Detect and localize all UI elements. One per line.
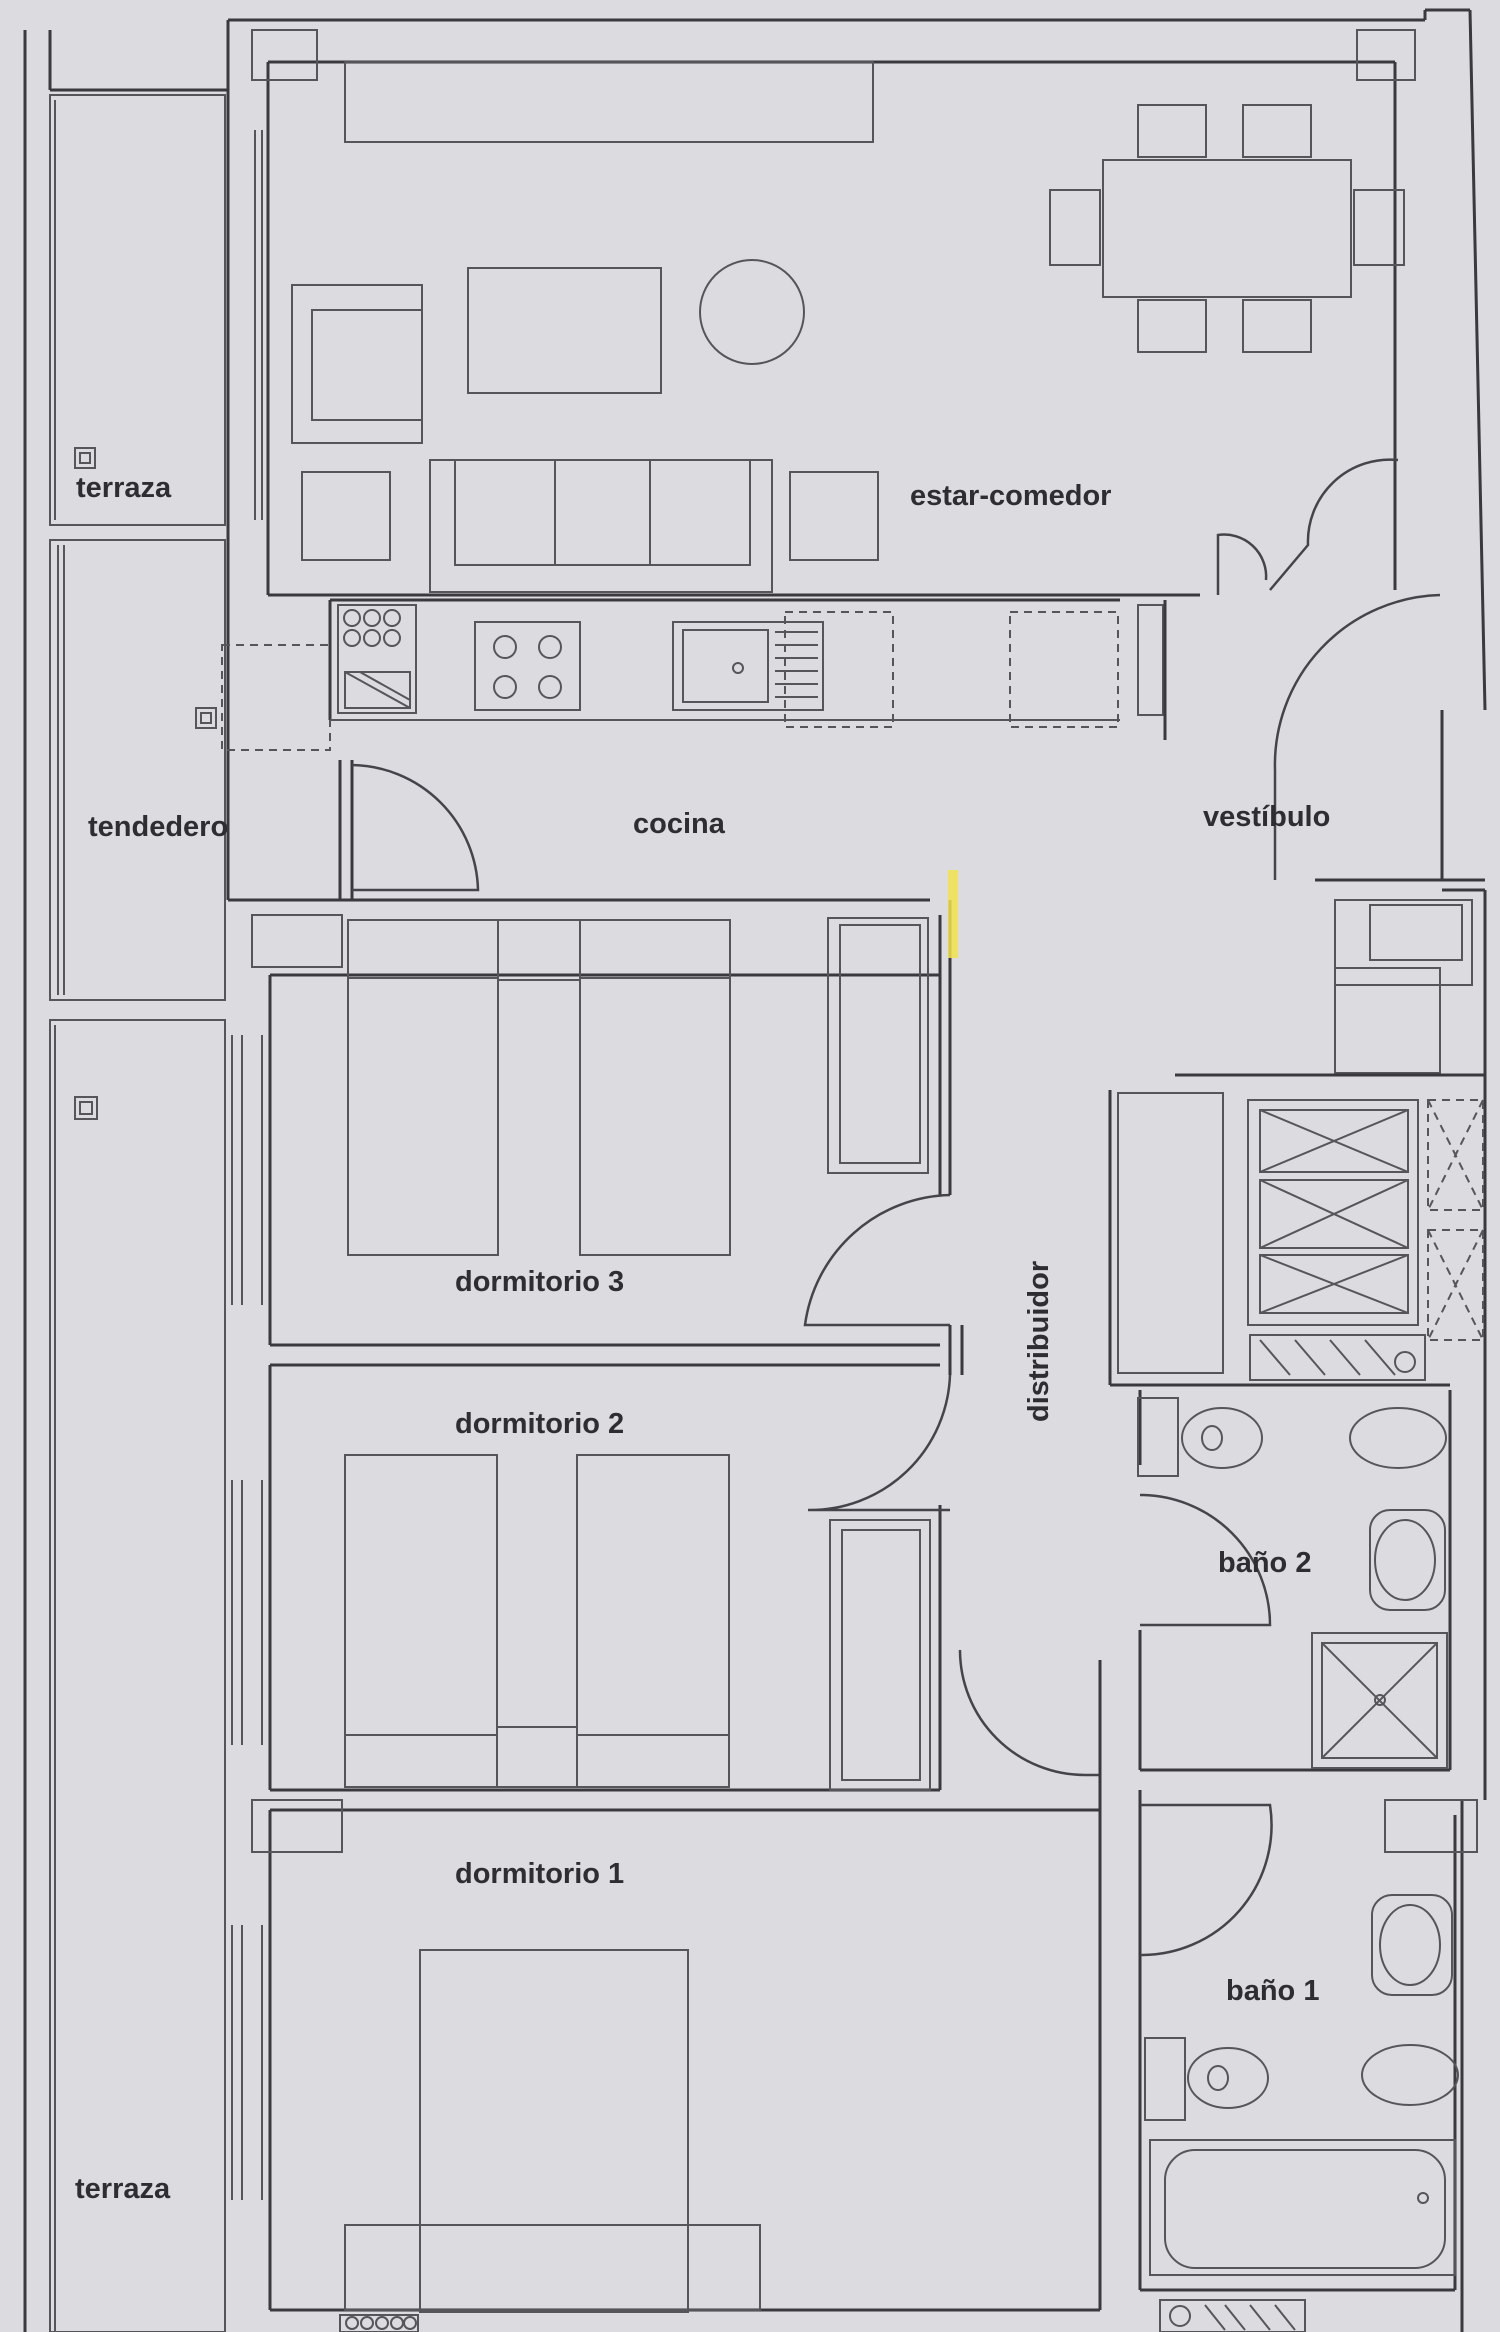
terraza-top-area — [49, 94, 226, 526]
dormitorio-1-area — [231, 1799, 1102, 2332]
cocina-area — [228, 598, 1167, 902]
label-vestibulo: vestíbulo — [1203, 801, 1330, 833]
label-tendedero: tendedero — [88, 811, 228, 843]
dormitorio-2-area — [231, 1363, 952, 1792]
dormitorio-3-area — [231, 914, 951, 1347]
label-terraza-bottom: terraza — [75, 2173, 171, 2205]
highlight-mark — [948, 870, 958, 958]
label-dormitorio-2: dormitorio 2 — [455, 1408, 624, 1440]
label-dormitorio-1: dormitorio 1 — [455, 1858, 624, 1890]
label-dormitorio-3: dormitorio 3 — [455, 1266, 624, 1298]
tendedero-area — [49, 539, 331, 1001]
label-bano-2: baño 2 — [1218, 1547, 1311, 1579]
label-bano-1: baño 1 — [1226, 1975, 1319, 2007]
estar-comedor-area — [251, 29, 1416, 597]
exterior-walls — [23, 8, 1487, 2332]
vestibulo-area — [1175, 593, 1485, 1077]
label-distribuidor: distribuidor — [1023, 1261, 1055, 1422]
label-terraza-top: terraza — [76, 472, 172, 504]
bano-1-area — [1138, 1790, 1478, 2332]
closet-area — [1108, 1090, 1484, 1387]
label-cocina: cocina — [633, 808, 726, 840]
label-estar-comedor: estar-comedor — [910, 480, 1111, 512]
bano-2-area — [1137, 1390, 1452, 1772]
terraza-bottom-area — [49, 1019, 226, 2332]
